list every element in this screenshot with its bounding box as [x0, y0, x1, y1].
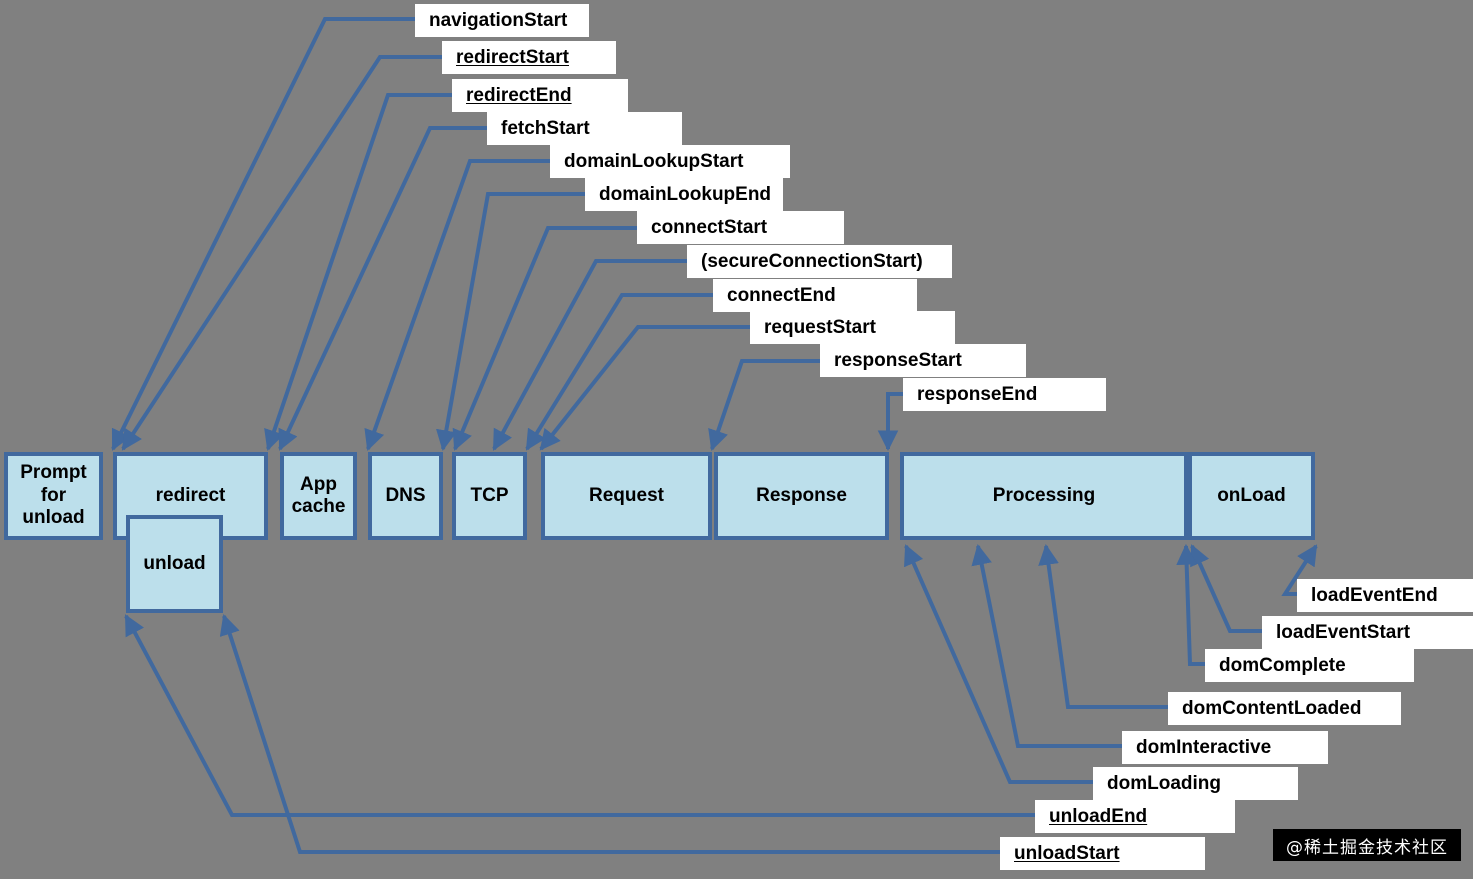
phase-label: TCP — [470, 484, 509, 506]
timing-label-text: domLoading — [1107, 772, 1221, 794]
timing-label-fetch-start[interactable]: fetchStart — [487, 112, 682, 145]
timing-label-text: domainLookupEnd — [599, 183, 772, 205]
timing-label-text: loadEventStart — [1276, 621, 1411, 643]
phase-label: Prompt for unload — [20, 462, 87, 529]
phase-label: Response — [756, 484, 847, 506]
timing-label-text: domContentLoaded — [1182, 697, 1362, 719]
timing-label-text: domInteractive — [1136, 736, 1272, 758]
timing-label-domain-lookup-end[interactable]: domainLookupEnd — [585, 178, 783, 211]
timing-label-text: connectStart — [651, 216, 768, 238]
phase-label: App cache — [291, 473, 346, 517]
phase-label: onLoad — [1217, 484, 1286, 506]
timing-label-text: (secureConnectionStart) — [701, 250, 923, 272]
phase-dns[interactable]: DNS — [368, 452, 443, 540]
phase-app-cache[interactable]: App cache — [280, 452, 357, 540]
timing-label-dom-content-loaded[interactable]: domContentLoaded — [1168, 692, 1401, 725]
phase-unload[interactable]: unload — [126, 515, 223, 613]
phase-label: Request — [589, 484, 664, 506]
timing-label-dom-interactive[interactable]: domInteractive — [1122, 731, 1328, 764]
phase-label: unload — [143, 552, 206, 574]
watermark: @稀土掘金技术社区 — [1273, 829, 1461, 861]
timing-label-text: unloadStart — [1014, 842, 1120, 864]
timing-label-navigation-start[interactable]: navigationStart — [415, 4, 589, 37]
timing-label-text: redirectStart — [456, 46, 569, 68]
timing-label-text: responseStart — [834, 349, 962, 371]
timing-label-text: responseEnd — [917, 383, 1038, 405]
timing-label-request-start[interactable]: requestStart — [750, 311, 955, 344]
phase-label: DNS — [385, 484, 426, 506]
timing-label-load-event-start[interactable]: loadEventStart — [1262, 616, 1473, 649]
timing-label-load-event-end[interactable]: loadEventEnd — [1297, 579, 1473, 612]
timing-label-redirect-start[interactable]: redirectStart — [442, 41, 616, 74]
phase-processing[interactable]: Processing — [900, 452, 1188, 540]
timing-label-text: loadEventEnd — [1311, 584, 1438, 606]
timing-label-text: redirectEnd — [466, 84, 572, 106]
connector-lines — [111, 17, 1318, 854]
timing-label-text: domainLookupStart — [564, 150, 744, 172]
timing-label-text: requestStart — [764, 316, 876, 338]
timing-label-connect-end[interactable]: connectEnd — [713, 279, 917, 312]
timing-label-response-end[interactable]: responseEnd — [903, 378, 1106, 411]
timing-label-dom-loading[interactable]: domLoading — [1093, 767, 1298, 800]
timing-label-connect-start[interactable]: connectStart — [637, 211, 844, 244]
phase-tcp[interactable]: TCP — [452, 452, 527, 540]
timing-label-dom-complete[interactable]: domComplete — [1205, 649, 1414, 682]
phase-prompt-for-unload[interactable]: Prompt for unload — [4, 452, 103, 540]
timing-label-domain-lookup-start[interactable]: domainLookupStart — [550, 145, 790, 178]
timing-label-text: unloadEnd — [1049, 805, 1148, 827]
timing-label-text: domComplete — [1219, 654, 1346, 676]
phase-onload[interactable]: onLoad — [1188, 452, 1315, 540]
phase-response[interactable]: Response — [714, 452, 889, 540]
timing-label-text: fetchStart — [501, 117, 590, 139]
timing-label-response-start[interactable]: responseStart — [820, 344, 1026, 377]
timing-label-redirect-end[interactable]: redirectEnd — [452, 79, 628, 112]
timing-label-text: connectEnd — [727, 284, 836, 306]
timing-label-text: navigationStart — [429, 9, 568, 31]
timing-label-secure-connection-start[interactable]: (secureConnectionStart) — [687, 245, 952, 278]
timing-label-unload-end[interactable]: unloadEnd — [1035, 800, 1235, 833]
phase-label: Processing — [992, 484, 1096, 506]
phase-label: redirect — [155, 484, 226, 506]
phase-request[interactable]: Request — [541, 452, 712, 540]
timing-label-unload-start[interactable]: unloadStart — [1000, 837, 1205, 870]
